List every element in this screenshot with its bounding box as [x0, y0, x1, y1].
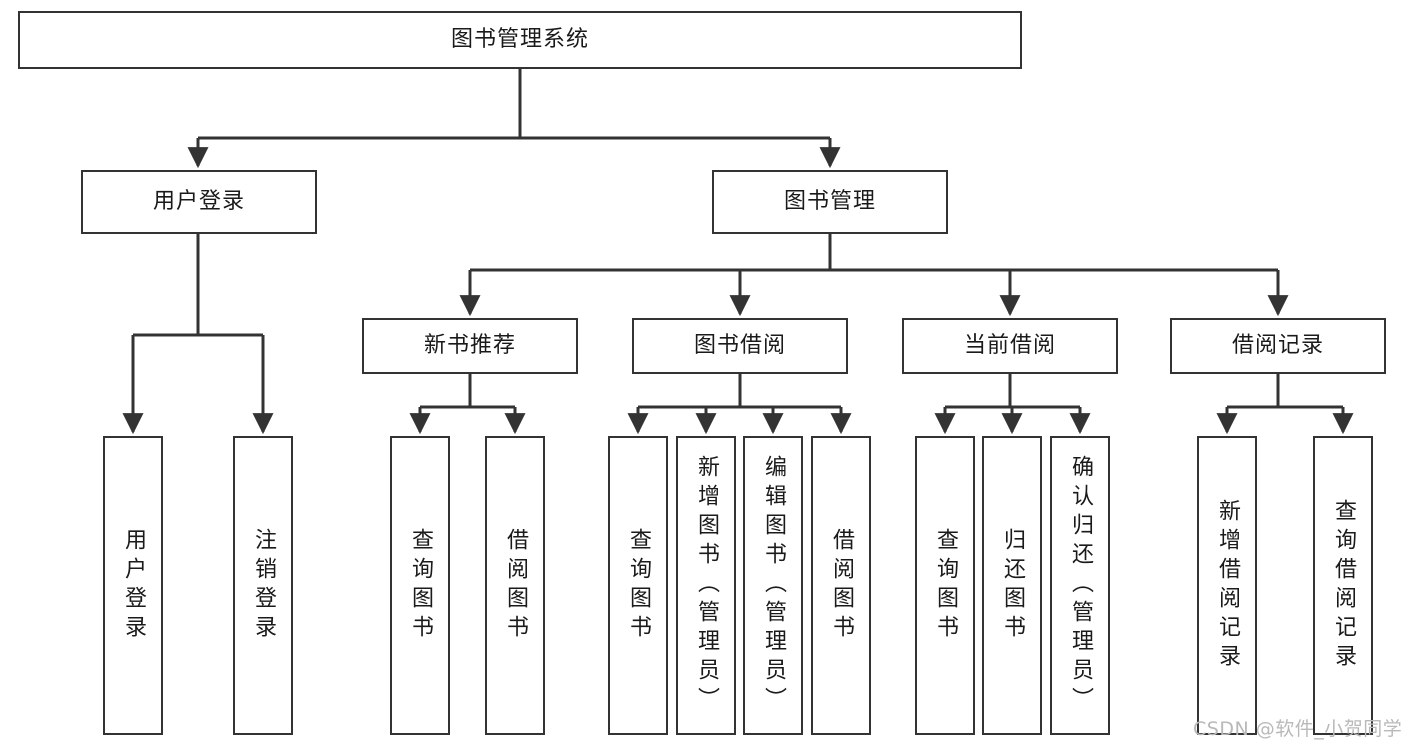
node-leaf-edit-book-admin[interactable]: 编辑图书（管理员） — [743, 436, 803, 735]
node-leaf-return-book[interactable]: 归还图书 — [982, 436, 1042, 735]
node-borrow-record[interactable]: 借阅记录 — [1170, 318, 1386, 374]
node-label: 用户登录 — [121, 527, 146, 644]
node-label: 确认归还（管理员） — [1068, 455, 1093, 716]
node-root-system[interactable]: 图书管理系统 — [18, 11, 1022, 69]
node-label: 图书管理系统 — [450, 26, 589, 52]
node-leaf-query-borrow-record[interactable]: 查询借阅记录 — [1313, 436, 1373, 735]
node-user-login[interactable]: 用户登录 — [81, 170, 317, 234]
node-label: 用户登录 — [152, 188, 245, 214]
node-label: 查询图书 — [933, 527, 958, 644]
node-book-borrow[interactable]: 图书借阅 — [632, 318, 848, 374]
node-label: 归还图书 — [1000, 527, 1025, 644]
node-label: 借阅记录 — [1231, 332, 1324, 358]
node-label: 新增借阅记录 — [1215, 498, 1240, 673]
node-leaf-query-book[interactable]: 查询图书 — [608, 436, 668, 735]
node-new-book-recommend[interactable]: 新书推荐 — [362, 318, 578, 374]
node-leaf-query-book-new[interactable]: 查询图书 — [390, 436, 450, 735]
node-leaf-borrow-book-new[interactable]: 借阅图书 — [485, 436, 545, 735]
node-label: 查询借阅记录 — [1331, 498, 1356, 673]
node-label: 注销登录 — [251, 527, 276, 644]
node-leaf-user-login[interactable]: 用户登录 — [103, 436, 163, 735]
node-label: 新增图书（管理员） — [694, 455, 719, 716]
node-label: 图书管理 — [783, 188, 876, 214]
node-label: 借阅图书 — [829, 527, 854, 644]
node-current-borrow[interactable]: 当前借阅 — [902, 318, 1118, 374]
node-label: 借阅图书 — [503, 527, 528, 644]
node-leaf-add-borrow-record[interactable]: 新增借阅记录 — [1197, 436, 1257, 735]
node-leaf-query-book-current[interactable]: 查询图书 — [915, 436, 975, 735]
node-leaf-confirm-return-admin[interactable]: 确认归还（管理员） — [1050, 436, 1110, 735]
node-leaf-logout[interactable]: 注销登录 — [233, 436, 293, 735]
node-label: 查询图书 — [626, 527, 651, 644]
node-label: 查询图书 — [408, 527, 433, 644]
node-leaf-add-book-admin[interactable]: 新增图书（管理员） — [676, 436, 736, 735]
node-label: 当前借阅 — [963, 332, 1056, 358]
watermark-text: CSDN @软件_小贺同学 — [1193, 718, 1403, 740]
node-leaf-borrow-book[interactable]: 借阅图书 — [811, 436, 871, 735]
node-label: 图书借阅 — [693, 332, 786, 358]
node-book-management[interactable]: 图书管理 — [712, 170, 948, 234]
node-label: 编辑图书（管理员） — [761, 455, 786, 716]
node-label: 新书推荐 — [423, 332, 516, 358]
